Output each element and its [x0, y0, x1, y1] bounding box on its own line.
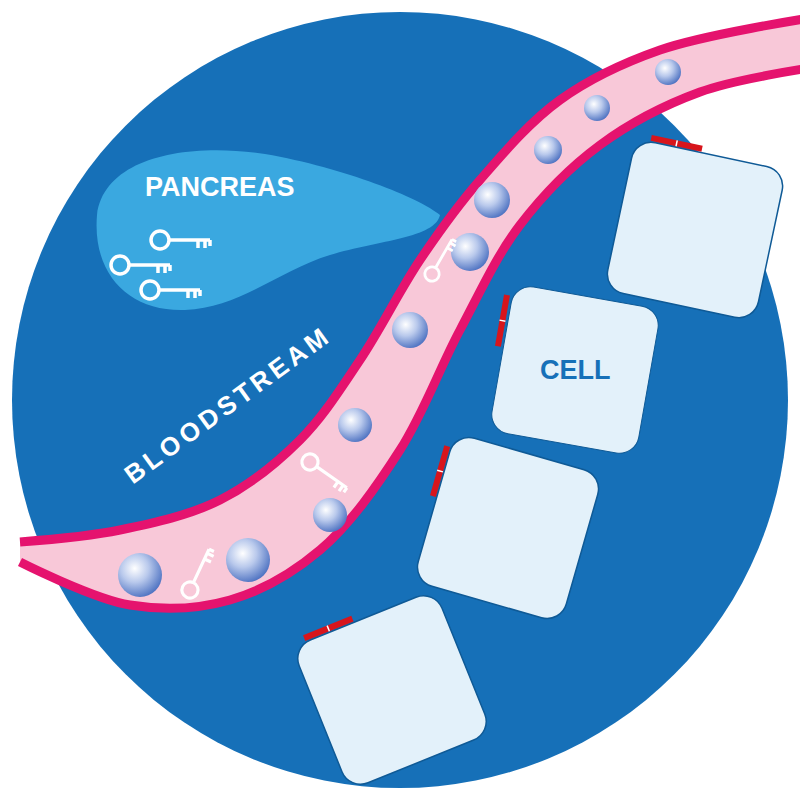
glucose-balls [118, 59, 681, 597]
cell-box: CELL [488, 283, 662, 457]
cell-square [604, 132, 788, 322]
node-label: CELL [540, 355, 611, 386]
bloodstream-fill [20, 18, 800, 608]
cell-square [289, 583, 492, 790]
insulin-key [141, 281, 200, 299]
cell-square [406, 431, 603, 623]
node-label: PANCREAS [145, 172, 295, 203]
vessel-wall [20, 68, 800, 608]
pancreas-outline [90, 140, 445, 315]
insulin-key [151, 231, 210, 249]
bloodstream-band [20, 18, 800, 608]
insulin-key [111, 256, 170, 274]
pancreas-organ: PANCREAS [90, 140, 445, 315]
